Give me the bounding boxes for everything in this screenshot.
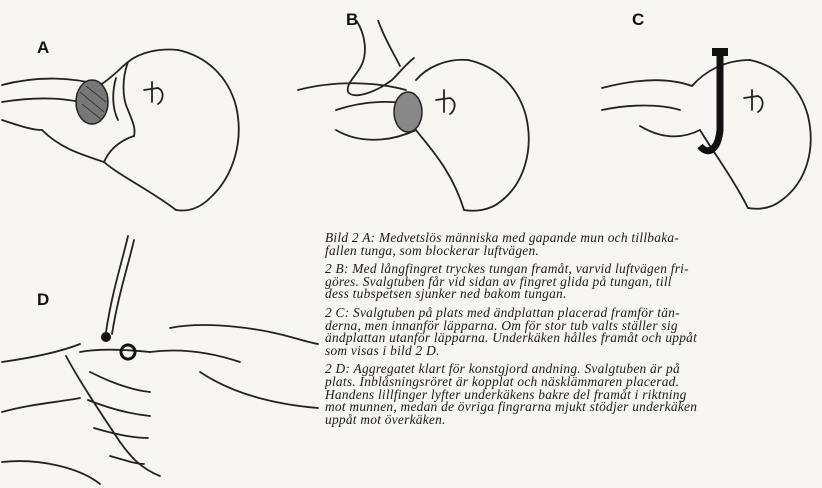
- caption-line: uppåt mot överkäken.: [325, 414, 822, 427]
- caption-line: fallen tunga, som blockerar luftvägen.: [325, 245, 822, 258]
- caption-line: som visas i bild 2 D.: [325, 345, 822, 358]
- caption-paragraph-2d: 2 D: Aggregatet klart för konstgjord and…: [325, 363, 822, 426]
- caption-line: dess tubspetsen sjunker ned bakom tungan…: [325, 288, 822, 301]
- figure-d-illustration: [0, 232, 322, 488]
- figure-b-illustration: [296, 20, 546, 215]
- caption-paragraph-2a: Bild 2 A: Medvetslös människa med gapand…: [325, 232, 822, 257]
- figure-label-c: C: [632, 10, 644, 30]
- caption-block: Bild 2 A: Medvetslös människa med gapand…: [325, 232, 822, 432]
- nose-clamp: [121, 345, 135, 359]
- figure-a-illustration: [0, 30, 250, 215]
- tube-end-plate: [101, 332, 111, 342]
- tongue-shape: [394, 92, 422, 132]
- caption-paragraph-2c: 2 C: Svalgtuben på plats med ändplattan …: [325, 307, 822, 357]
- figure-c-illustration: [600, 30, 822, 215]
- caption-paragraph-2b: 2 B: Med långfingret tryckes tungan fram…: [325, 263, 822, 301]
